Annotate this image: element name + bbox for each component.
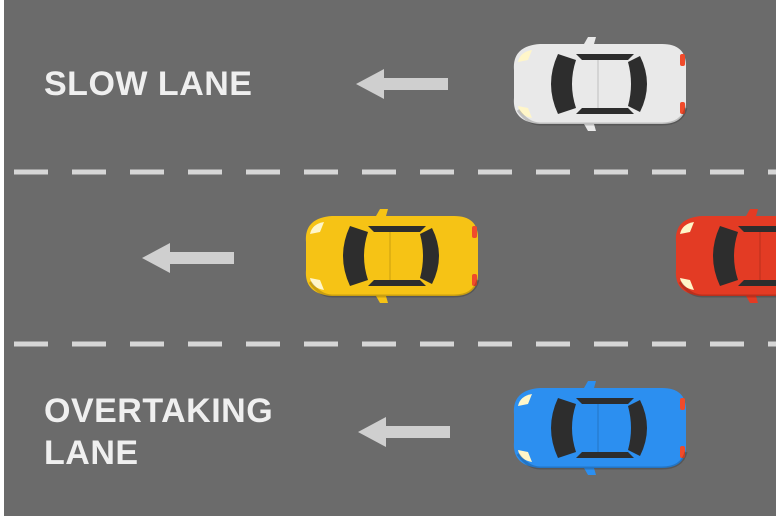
car-icon: .white .car-paint{fill:#e9e9e9} [512,35,688,133]
car-icon [304,207,480,305]
slow-lane-label: SLOW LANE [44,65,253,103]
car-icon [674,207,776,305]
overtaking-lane-label-line2: LANE [44,434,139,472]
car-icon [512,379,688,477]
overtaking-lane-label-line1: OVERTAKING [44,392,274,430]
